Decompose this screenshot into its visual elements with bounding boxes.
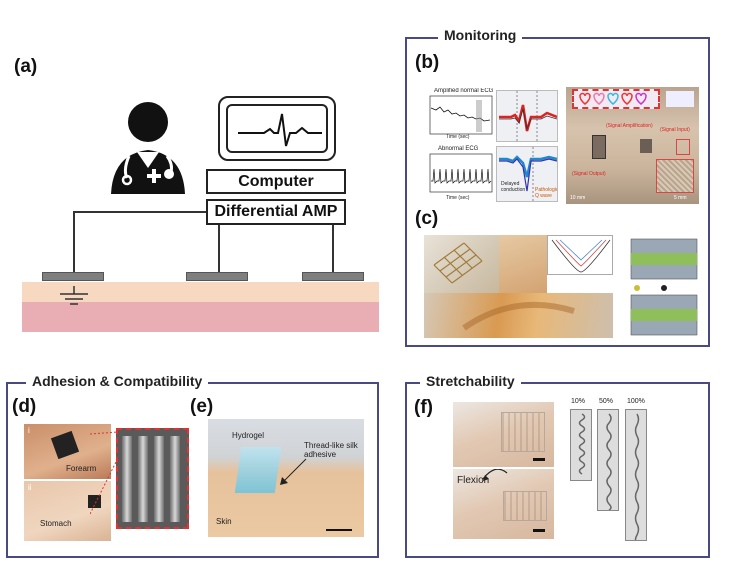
abnormal-ecg-title: Abnormal ECG [438, 146, 479, 152]
curved-arrow-icon [482, 469, 508, 481]
wire [332, 225, 334, 273]
delayed-conduction-label: Delayed conduction [501, 181, 526, 193]
wire [218, 225, 220, 273]
electrode-middle [186, 272, 248, 281]
monitoring-title: Monitoring [438, 27, 523, 43]
normal-ecg-plot: Amplified normal ECG Time (sec) [418, 88, 494, 143]
signal-amp-label: (Signal Amplification) [606, 123, 653, 129]
zoom-connector [90, 431, 119, 515]
stretch-title: Stretchability [420, 373, 521, 389]
wire [73, 211, 75, 273]
abnormal-ecg-plot: Abnormal ECG Time (sec) [418, 145, 494, 203]
doctor-icon [111, 102, 185, 194]
scale-bar [533, 458, 545, 461]
stomach-label: Stomach [40, 519, 72, 528]
forearm-photo: i Forearm [24, 424, 111, 479]
scale-label-2: 5 mm [674, 195, 687, 201]
panel-letter-d: (d) [12, 396, 37, 417]
arrow-icon [280, 458, 307, 485]
device-chip-2 [640, 139, 652, 153]
abnormal-ecg-trace [429, 153, 493, 193]
time-label-abnormal: Time (sec) [446, 195, 470, 201]
strain-strip-50 [597, 409, 619, 511]
film-pattern [462, 301, 575, 331]
panel-letter-a: (a) [14, 56, 38, 77]
ground-icon [60, 286, 88, 305]
flexible-film-photo [424, 293, 613, 338]
signal-output-label: (Signal Output) [572, 171, 606, 177]
ecg-waveform-icon [238, 113, 322, 147]
curve-plot-traces [551, 239, 611, 273]
waveform-blue-plot: Delayed conduction Pathologic Q wave [496, 146, 558, 202]
scale-bar [326, 529, 352, 531]
forearm-patch [50, 430, 80, 460]
flexion-label: Flexion [457, 475, 490, 486]
mini-photo [666, 91, 694, 107]
hydrogel-label: Hydrogel [232, 431, 265, 440]
hydrogel-photo: Hydrogel Thread-like silk adhesive Skin [208, 419, 364, 537]
strain-label-10: 10% [571, 398, 586, 405]
strain-label-50: 50% [599, 398, 614, 405]
serpentine-10 [578, 413, 586, 475]
waveform-blue-trace [499, 147, 557, 201]
grid-device-photo [424, 235, 499, 293]
wrist-flexion-photo: Flexion [453, 469, 554, 539]
electrode-right [302, 272, 364, 281]
device-chip-1 [592, 135, 606, 159]
hydrogel-block [234, 447, 282, 493]
heart-icons [579, 92, 647, 105]
device-photo: (Signal Amplification) (Signal Input) (S… [566, 87, 699, 204]
curve-plot [547, 235, 613, 275]
serpentine-50 [606, 413, 612, 510]
finger-photo [499, 235, 547, 293]
signal-input-label: (Signal Input) [660, 127, 690, 133]
stretch-frame [405, 382, 710, 558]
sem-pillars [122, 436, 180, 522]
time-label-normal: Time (sec) [446, 134, 470, 140]
stomach-photo: ii Stomach [24, 481, 111, 541]
skin-dermis [22, 302, 379, 332]
ii-label: ii [28, 483, 32, 492]
pathologic-q-label: Pathologic Q wave [535, 187, 558, 199]
scale-label: 10 mm [570, 195, 586, 201]
skin-label: Skin [216, 517, 232, 526]
strain-strip-100 [625, 409, 647, 541]
waveform-red-trace [499, 91, 557, 141]
wrist-sensor-flexed [503, 491, 547, 521]
microstructure-sem [116, 428, 189, 529]
heart-pattern-strip [572, 89, 660, 109]
wrist-straight-photo [453, 402, 554, 467]
adhesion-title: Adhesion & Compatibility [26, 373, 209, 389]
skin-epidermis [22, 282, 379, 302]
layer-schematic [625, 233, 703, 343]
strain-strip-10 [570, 409, 592, 481]
strain-label-100: 100% [627, 398, 645, 405]
panel-letter-c: (c) [415, 208, 439, 229]
monitoring-frame [405, 37, 710, 347]
mesh-pattern [433, 242, 483, 284]
wire [73, 211, 206, 213]
panel-letter-f: (f) [414, 397, 433, 418]
serpentine-100 [634, 413, 640, 540]
normal-ecg-title: Amplified normal ECG [434, 88, 494, 94]
waveform-red-plot [496, 90, 558, 142]
panel-letter-b: (b) [415, 52, 440, 73]
electrode-left [42, 272, 104, 281]
wrist-sensor [501, 412, 545, 452]
device-chip-3 [676, 139, 690, 155]
silk-adhesive-label: Thread-like silk adhesive [304, 441, 358, 459]
layer-schematic-drawing [630, 238, 698, 336]
scale-bar [533, 529, 545, 532]
zoom-inset [656, 159, 694, 193]
differential-amp-box: Differential AMP [206, 199, 346, 225]
forearm-label: Forearm [66, 464, 97, 473]
monitor-icon [218, 96, 336, 161]
i-label: i [28, 426, 30, 435]
normal-ecg-trace [429, 95, 493, 135]
computer-box: Computer [206, 169, 346, 194]
panel-letter-e: (e) [190, 396, 214, 417]
